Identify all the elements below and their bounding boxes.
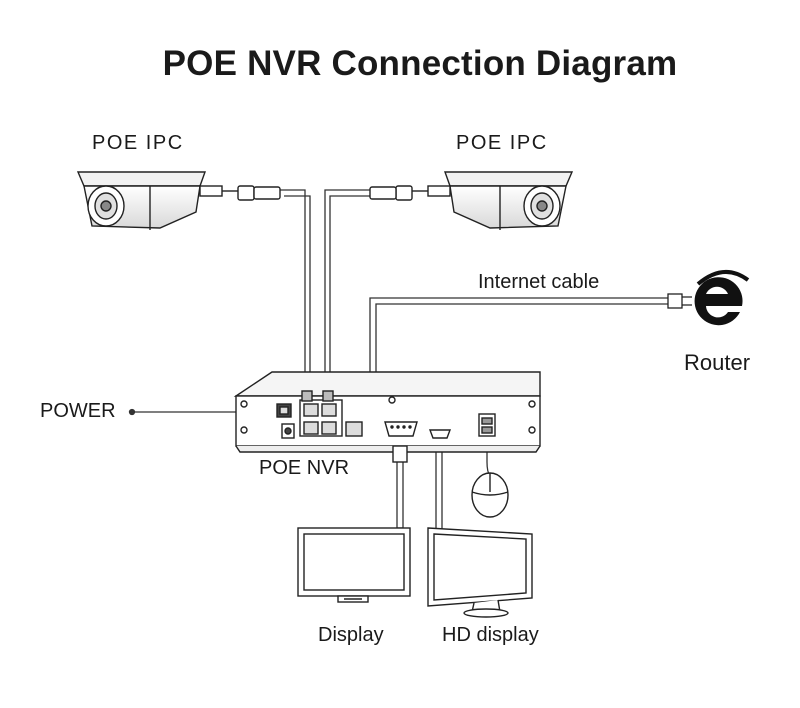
- monitor-icon: [427, 527, 533, 618]
- label-display: Display: [318, 624, 384, 646]
- diagram-title: POE NVR Connection Diagram: [162, 44, 678, 83]
- label-hd-display: HD display: [442, 624, 539, 646]
- label-poe-ipc-right: POE IPC: [456, 132, 548, 154]
- cable-camera-right: [324, 189, 374, 396]
- poe-nvr-device: [233, 371, 541, 463]
- label-poe-ipc-left: POE IPC: [92, 132, 184, 154]
- label-poe-nvr: POE NVR: [259, 457, 350, 479]
- label-power: POWER: [40, 400, 116, 422]
- mouse-icon: [471, 472, 509, 518]
- monitor-icon: [297, 527, 411, 603]
- label-internet-cable: Internet cable: [478, 271, 600, 293]
- bullet-camera-icon: [76, 171, 281, 230]
- label-router: Router: [684, 350, 751, 375]
- bullet-camera-icon: [369, 171, 574, 230]
- cable-vga: [396, 462, 404, 529]
- cable-hdmi: [435, 440, 443, 530]
- cable-camera-left: [280, 189, 311, 396]
- internet-explorer-e-icon: [667, 270, 750, 326]
